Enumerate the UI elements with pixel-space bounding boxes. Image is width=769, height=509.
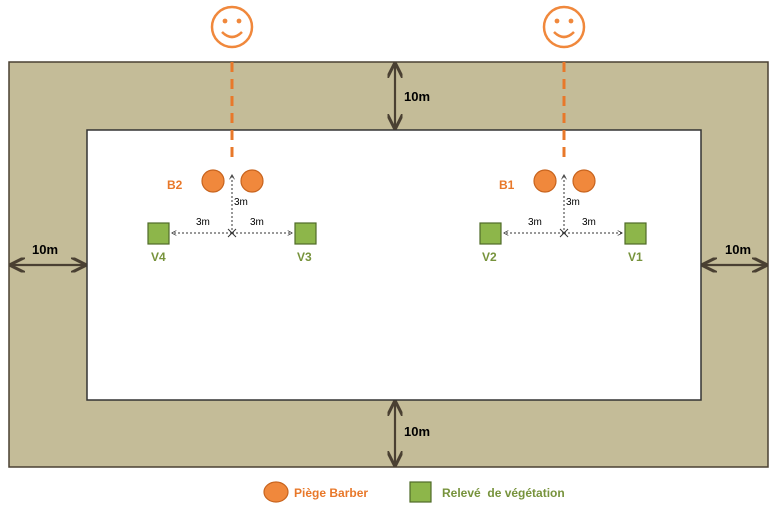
barber-trap bbox=[533, 169, 557, 193]
center-cross bbox=[559, 228, 569, 238]
right-distance-label: 3m bbox=[582, 217, 596, 228]
inner-plot bbox=[86, 129, 702, 401]
left-distance-label: 3m bbox=[196, 217, 210, 228]
legend-trap-label: Piège Barber bbox=[294, 486, 368, 500]
trap-label: B2 bbox=[167, 178, 183, 192]
vegetation-plot bbox=[479, 222, 502, 245]
left-distance-label: 3m bbox=[528, 217, 542, 228]
vegetation-label: V3 bbox=[297, 250, 312, 264]
vegetation-plot bbox=[294, 222, 317, 245]
right-distance-label: 3m bbox=[250, 217, 264, 228]
vegetation-label: V2 bbox=[482, 250, 497, 264]
barber-trap bbox=[572, 169, 596, 193]
smiley-face-icon bbox=[542, 5, 586, 49]
sampling-group-b1: B1 3m 3m 3m V2 V1 bbox=[479, 5, 647, 264]
barber-trap bbox=[240, 169, 264, 193]
top-margin-label: 10m bbox=[404, 89, 430, 104]
sampling-group-b2: B2 3m 3m 3m V4 V3 bbox=[147, 5, 317, 264]
smiley-face-icon bbox=[210, 5, 254, 49]
vegetation-plot bbox=[147, 222, 170, 245]
legend-veg-swatch bbox=[409, 481, 432, 503]
legend: Piège Barber Relevé de végétation bbox=[263, 481, 565, 503]
legend-veg-label: Relevé de végétation bbox=[442, 486, 565, 500]
vegetation-label: V1 bbox=[628, 250, 643, 264]
left-margin-label: 10m bbox=[32, 242, 58, 257]
up-distance-label: 3m bbox=[234, 197, 248, 208]
center-cross bbox=[227, 228, 237, 238]
barber-trap bbox=[201, 169, 225, 193]
up-distance-label: 3m bbox=[566, 197, 580, 208]
bottom-margin-label: 10m bbox=[404, 424, 430, 439]
trap-label: B1 bbox=[499, 178, 515, 192]
vegetation-plot bbox=[624, 222, 647, 245]
vegetation-label: V4 bbox=[151, 250, 166, 264]
legend-trap-swatch bbox=[263, 481, 289, 503]
right-margin-label: 10m bbox=[725, 242, 751, 257]
